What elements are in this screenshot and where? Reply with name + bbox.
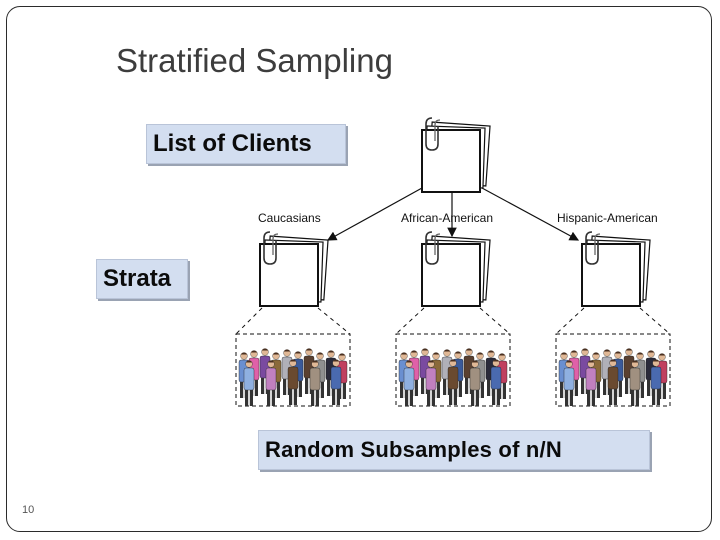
page-number: 10 xyxy=(22,504,35,516)
stratum-stack-african-american-icon xyxy=(421,231,492,307)
subsample-projection-lines xyxy=(235,307,671,335)
subsample-box-hispanic-american xyxy=(555,333,671,407)
list-of-clients-callout: List of Clients xyxy=(146,124,346,164)
subsample-box-caucasians xyxy=(235,333,351,407)
stratum-label-african-american: African-American xyxy=(401,211,494,225)
clients-list-stack-icon xyxy=(421,117,492,193)
strata-callout: Strata xyxy=(96,259,188,299)
slide-title: Stratified Sampling xyxy=(116,42,393,79)
stratum-label-hispanic-american: Hispanic-American xyxy=(557,211,658,225)
random-subsamples-callout: Random Subsamples of n/N xyxy=(258,430,650,470)
strata-arrows xyxy=(326,187,580,241)
stratum-stack-hispanic-american-icon xyxy=(581,231,652,307)
subsample-box-african-american xyxy=(395,333,511,407)
arrow-to-caucasians xyxy=(326,187,423,241)
stratum-label-caucasians: Caucasians xyxy=(258,211,321,225)
slide-frame xyxy=(6,6,712,532)
arrow-to-hispanic-american xyxy=(481,187,580,241)
stratum-stack-caucasians-icon xyxy=(259,231,330,307)
